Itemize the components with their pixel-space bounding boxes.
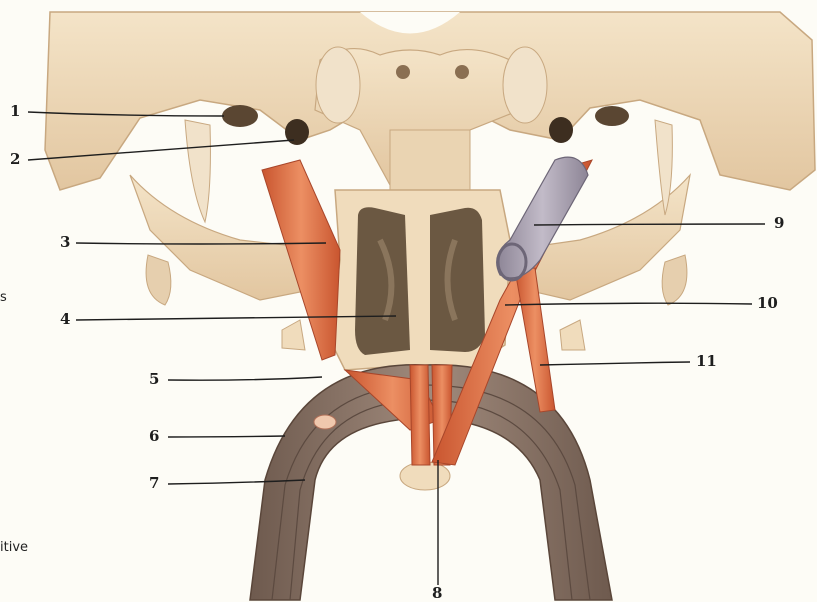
label-11: 11 [696, 354, 717, 369]
leader-line-6 [168, 436, 285, 437]
leader-line-11 [540, 362, 690, 365]
leader-line-5 [168, 377, 322, 380]
label-7: 7 [149, 476, 159, 491]
label-6: 6 [149, 429, 159, 444]
label-4: 4 [60, 312, 70, 327]
label-10: 10 [757, 296, 778, 311]
label-3: 3 [60, 235, 70, 250]
label-8: 8 [432, 586, 442, 601]
muscle-ring [250, 365, 612, 600]
label-9: 9 [774, 216, 784, 231]
label-5: 5 [149, 372, 159, 387]
label-1: 1 [10, 104, 20, 119]
leader-line-9 [534, 224, 765, 225]
label-2: 2 [10, 152, 20, 167]
leader-line-10 [505, 303, 752, 305]
side-text-fragment-s: s [0, 290, 7, 305]
side-text-fragment-itive: itive [0, 540, 28, 555]
